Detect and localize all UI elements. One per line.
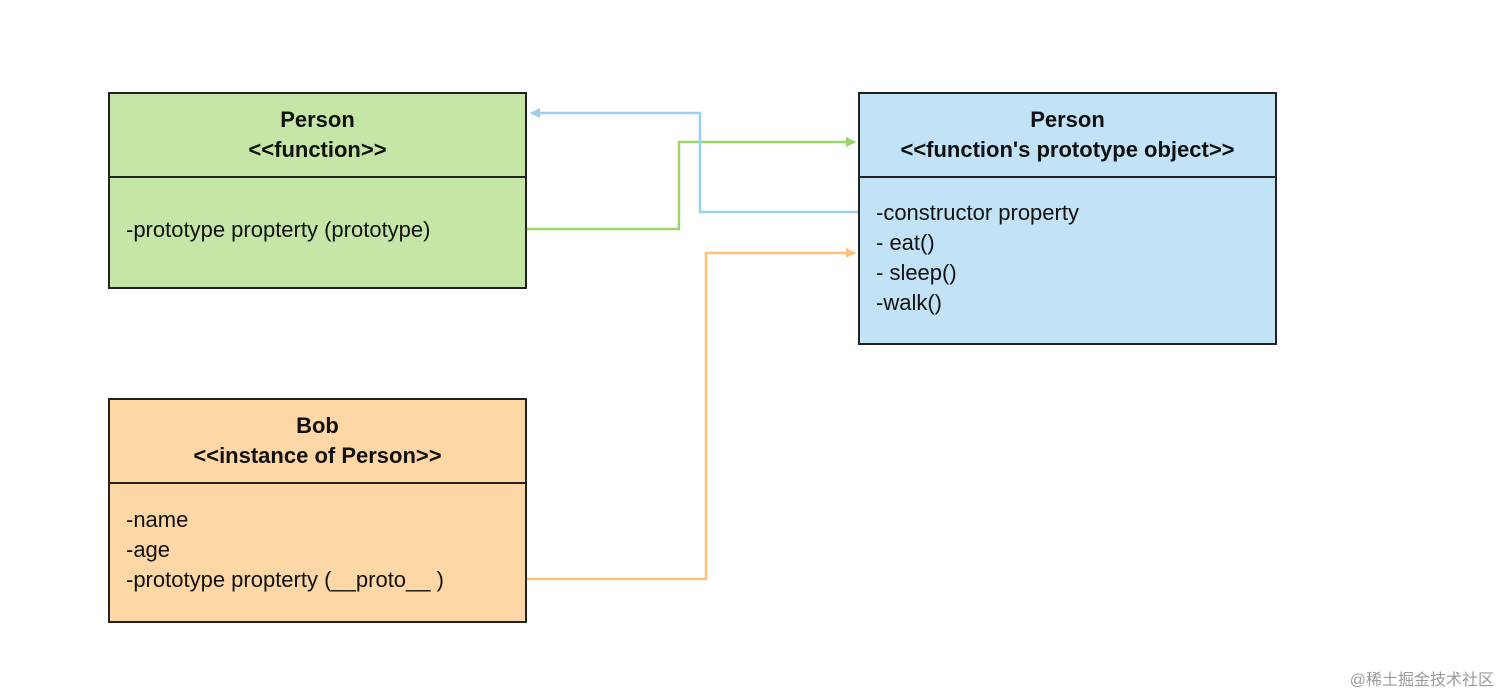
name-member: -name — [126, 507, 189, 532]
age-member: -age — [126, 537, 171, 562]
proto-link-arrow — [492, 248, 856, 581]
bob-instance-stereotype: <<instance of Person>> — [193, 443, 442, 468]
person-prototype-members: -constructor property - eat() - sleep() … — [860, 178, 1275, 318]
bob-instance-name: Bob — [296, 413, 339, 438]
watermark-text: @稀土掘金技术社区 — [1349, 672, 1494, 689]
sleep-method-member: - sleep() — [876, 260, 957, 285]
constructor-link-arrow — [530, 108, 878, 214]
walk-method-member: -walk() — [876, 290, 942, 315]
constructor-property-member: -constructor property — [876, 200, 1079, 225]
bob-instance-box: Bob <<instance of Person>> -name -age -p… — [108, 398, 527, 623]
person-prototype-name: Person — [1030, 107, 1105, 132]
person-function-stereotype: <<function>> — [248, 137, 387, 162]
proto-property-member: -prototype propterty (__proto__ ) — [126, 567, 444, 592]
person-prototype-stereotype: <<function's prototype object>> — [900, 137, 1235, 162]
bob-instance-header: Bob <<instance of Person>> — [110, 400, 525, 484]
prototype-link-arrow — [496, 137, 856, 231]
bob-instance-members: -name -age -prototype propterty (__proto… — [110, 484, 525, 595]
person-function-header: Person <<function>> — [110, 94, 525, 178]
person-function-members: -prototype propterty (prototype) — [110, 178, 525, 245]
person-function-box: Person <<function>> -prototype propterty… — [108, 92, 527, 289]
person-function-name: Person — [280, 107, 355, 132]
person-prototype-box: Person <<function's prototype object>> -… — [858, 92, 1277, 345]
eat-method-member: - eat() — [876, 230, 935, 255]
prototype-property-member: -prototype propterty (prototype) — [126, 217, 431, 242]
person-prototype-header: Person <<function's prototype object>> — [860, 94, 1275, 178]
